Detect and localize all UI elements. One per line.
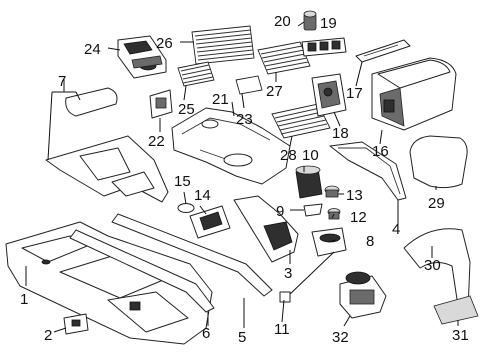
callout-29: 29 [428, 195, 445, 212]
part-15-button [177, 203, 195, 213]
part-13-grommet [324, 185, 340, 198]
callout-12: 12 [350, 209, 367, 226]
part-21-console-carrier [171, 107, 291, 185]
part-24-tray [117, 35, 167, 79]
callout-14: 14 [194, 187, 211, 204]
callout-26: 26 [156, 35, 173, 52]
part-16-armrest-box [371, 57, 457, 131]
callout-4: 4 [392, 221, 400, 238]
callout-23: 23 [236, 111, 253, 128]
part-17-trim-strip [355, 39, 411, 63]
leader-lines [25, 21, 459, 333]
part-7-trim-lid [65, 87, 118, 117]
part-4-trim-strip [329, 141, 407, 201]
part-11-cable [279, 251, 335, 303]
callout-7: 7 [58, 73, 66, 90]
part-28-mat [271, 103, 331, 139]
part-7-upper-trim-panel [45, 135, 169, 203]
part-3-front-trim [233, 195, 299, 263]
callout-32: 32 [332, 329, 349, 346]
callout-11: 11 [274, 321, 290, 338]
callout-8: 8 [366, 233, 374, 250]
callout-16: 16 [372, 143, 389, 160]
part-10-cup-holder-insert [295, 165, 323, 199]
callout-30: 30 [424, 257, 441, 274]
part-5-trim-strip [111, 213, 273, 297]
callout-22: 22 [148, 133, 165, 150]
part-18-control-module [311, 73, 347, 117]
callout-1: 1 [20, 291, 28, 308]
callout-labels: 1 2 3 4 5 6 7 8 9 10 11 12 13 14 15 16 1… [20, 13, 469, 346]
callout-9: 9 [276, 203, 284, 220]
callout-17: 17 [346, 85, 363, 102]
callout-28: 28 [280, 147, 297, 164]
part-22-bracket [149, 89, 173, 119]
part-31-floor-mat [433, 295, 479, 325]
callout-18: 18 [332, 125, 349, 142]
callout-2: 2 [44, 327, 52, 344]
part-2-clip-bracket [63, 313, 89, 335]
part-27-mat [257, 41, 311, 75]
part-9-clip [303, 203, 323, 217]
callout-20: 20 [274, 13, 291, 30]
callout-15: 15 [174, 173, 191, 190]
part-32-shifter-controller [339, 271, 387, 319]
callout-10: 10 [302, 147, 319, 164]
part-19-switch-panel [301, 37, 347, 57]
callout-5: 5 [238, 329, 246, 346]
part-25-mat [177, 61, 215, 87]
part-26-mat [191, 25, 255, 65]
callout-25: 25 [178, 101, 195, 118]
part-14-bracket [189, 205, 231, 239]
callout-6: 6 [202, 325, 210, 342]
part-20-cylinder [303, 10, 317, 31]
part-29-armrest-lid [409, 135, 468, 189]
part-23-pad [235, 75, 263, 95]
callout-13: 13 [346, 187, 363, 204]
callout-3: 3 [284, 265, 292, 282]
callout-21: 21 [212, 91, 229, 108]
part-12-grommet [327, 208, 341, 220]
part-6-trim-strip [69, 229, 215, 313]
callout-19: 19 [320, 15, 337, 32]
callout-31: 31 [452, 327, 469, 344]
part-1-console-base [5, 221, 213, 345]
callout-27: 27 [266, 83, 283, 100]
callout-24: 24 [84, 41, 101, 58]
